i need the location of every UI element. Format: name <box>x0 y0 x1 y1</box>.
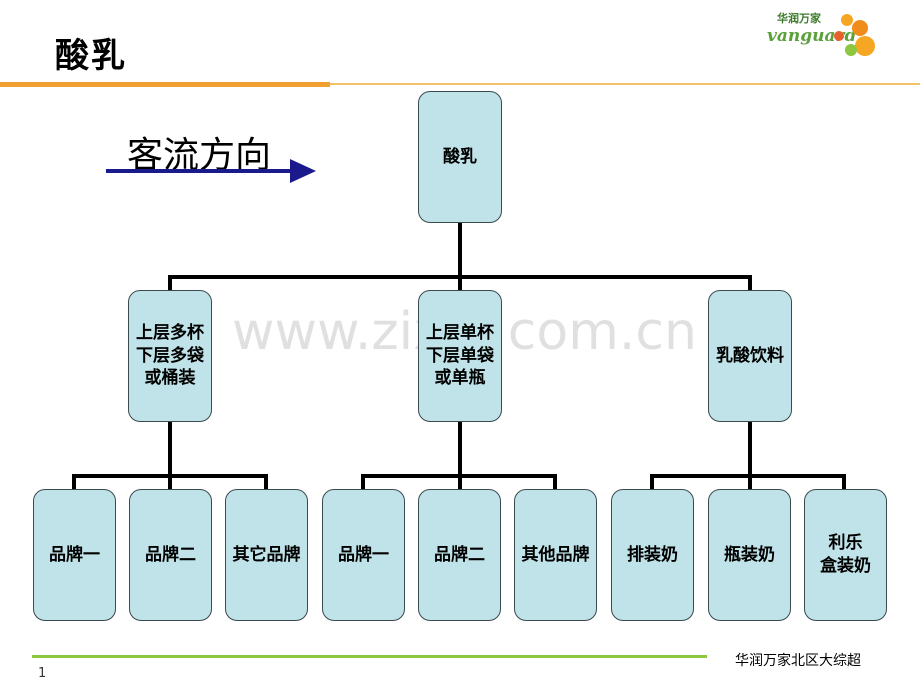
node-b-brand-other: 其他品牌 <box>514 489 597 621</box>
connector-a-2 <box>168 474 172 490</box>
connector-b-3 <box>553 474 557 490</box>
node-b-brand-2: 品牌二 <box>418 489 501 621</box>
header-divider <box>0 83 920 85</box>
node-multi-cup: 上层多杯 下层多袋 或桶装 <box>128 290 212 422</box>
connector-c-3 <box>842 474 846 490</box>
logo-dots-icon <box>834 14 875 56</box>
node-c-bottled-milk: 瓶装奶 <box>708 489 791 621</box>
node-lactic-drink: 乳酸饮料 <box>708 290 792 422</box>
footer-text: 华润万家北区大综超 <box>735 653 861 669</box>
connector-b-down <box>458 420 462 477</box>
footer-divider <box>32 655 707 658</box>
node-a-brand-2: 品牌二 <box>129 489 212 621</box>
node-c-packed-milk: 排装奶 <box>611 489 694 621</box>
connector-l1-a <box>168 275 172 291</box>
node-b-brand-1: 品牌一 <box>322 489 405 621</box>
logo-cn-text: 华润万家 <box>777 12 821 25</box>
vanguard-logo: 华润万家 vanguard <box>765 6 880 68</box>
node-root: 酸乳 <box>418 91 502 223</box>
node-a-brand-1: 品牌一 <box>33 489 116 621</box>
node-a-brand-other: 其它品牌 <box>225 489 308 621</box>
connector-l1-c <box>748 275 752 291</box>
connector-a-3 <box>264 474 268 490</box>
header-accent-bar <box>0 82 330 87</box>
connector-b-1 <box>361 474 365 490</box>
connector-c-1 <box>650 474 654 490</box>
connector-c-2 <box>748 474 752 490</box>
connector-l1-b <box>458 275 462 291</box>
page-title: 酸乳 <box>55 36 127 76</box>
connector-c-down <box>748 420 752 477</box>
flow-arrow-icon <box>106 159 316 183</box>
logo-en-text: vanguard <box>767 26 857 46</box>
connector-a-1 <box>72 474 76 490</box>
connector-b-2 <box>458 474 462 490</box>
connector-root-down <box>458 222 462 277</box>
node-c-tetra-milk: 利乐 盒装奶 <box>804 489 887 621</box>
page-number: 1 <box>38 666 47 681</box>
node-single-cup: 上层单杯 下层单袋 或单瓶 <box>418 290 502 422</box>
connector-a-down <box>168 420 172 477</box>
